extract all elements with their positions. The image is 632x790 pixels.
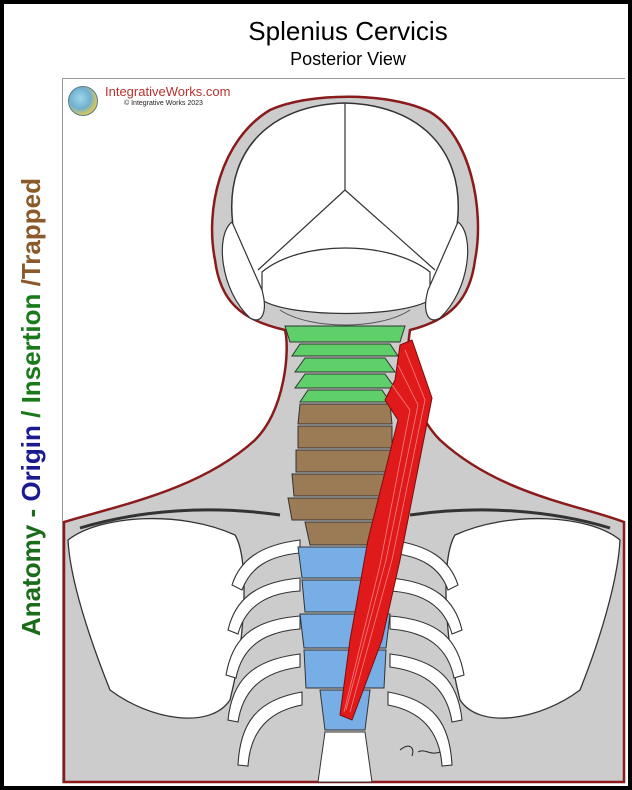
jaw xyxy=(279,309,411,326)
clavicle-right xyxy=(409,508,611,530)
ear-left xyxy=(221,221,265,321)
ear-right xyxy=(425,221,469,321)
trapped-vertebrae xyxy=(287,403,403,546)
skull-suture xyxy=(257,104,436,271)
scapula-left xyxy=(67,517,245,719)
occipital xyxy=(261,247,431,315)
brand-site[interactable]: IntegrativeWorks.com xyxy=(105,84,231,99)
globe-logo-icon xyxy=(68,86,98,116)
splenius-cervicis-muscle xyxy=(339,339,433,721)
muscle-fibers xyxy=(343,349,426,713)
lower-vertebra xyxy=(317,731,373,783)
page-subtitle: Posterior View xyxy=(290,49,406,69)
clavicle-left xyxy=(79,508,281,530)
scapula-right xyxy=(445,517,621,719)
insertion-vertebrae xyxy=(284,325,406,403)
copyright-text: © Integrative Works 2023 xyxy=(124,100,203,107)
ribcage xyxy=(225,539,465,767)
artist-signature xyxy=(399,745,441,757)
page-title: Splenius Cervicis xyxy=(248,16,448,46)
